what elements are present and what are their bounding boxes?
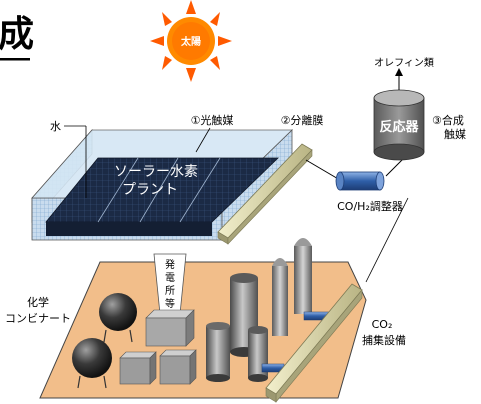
co2-label-line2: 捕集設備: [362, 333, 406, 347]
co2-capture-facility: [265, 283, 363, 403]
chem-complex-line1: 化学: [27, 295, 49, 309]
reactor-tank: [373, 89, 425, 161]
synthesis-catalyst-line1: ③合成: [432, 113, 464, 127]
sun-icon: [150, 0, 232, 82]
co-h2-regulator: [335, 171, 385, 191]
storage-spheres: [72, 293, 137, 389]
power-station-char-4: 等: [165, 297, 175, 310]
plant-label-line2: プラント: [122, 182, 178, 198]
photocatalyst-leader: [195, 127, 211, 153]
co2-return-pipe: [365, 197, 409, 283]
syngas-pipe: [385, 157, 405, 177]
co2-label-line1: CO₂: [372, 318, 393, 331]
synthesis-catalyst-line2: 触媒: [444, 127, 466, 141]
olefin-arrowhead: [395, 68, 403, 76]
solar-hydrogen-plant: [31, 128, 293, 241]
plant-buildings: [119, 309, 197, 385]
membrane-label: ②分離膜: [281, 113, 324, 127]
plant-label-line1: ソーラー水素: [114, 164, 198, 180]
title-underline: [0, 58, 30, 61]
title-fragment: 成: [0, 14, 34, 55]
power-station-char-2: 電: [165, 272, 175, 284]
chem-complex-line2: コンビナート: [5, 312, 71, 325]
regulator-label: CO/H₂調整器: [337, 199, 403, 213]
power-station-char-3: 所: [165, 285, 175, 297]
hydrogen-pipe: [305, 159, 341, 181]
olefins-label: オレフィン類: [374, 57, 434, 69]
photocatalyst-label: ①光触媒: [191, 113, 234, 127]
water-label: 水: [50, 120, 61, 133]
separation-membrane: [217, 143, 313, 245]
reactor-label: 反応器: [379, 119, 419, 135]
sun-label: 太陽: [180, 35, 201, 48]
power-station-char-1: 発: [165, 258, 175, 271]
